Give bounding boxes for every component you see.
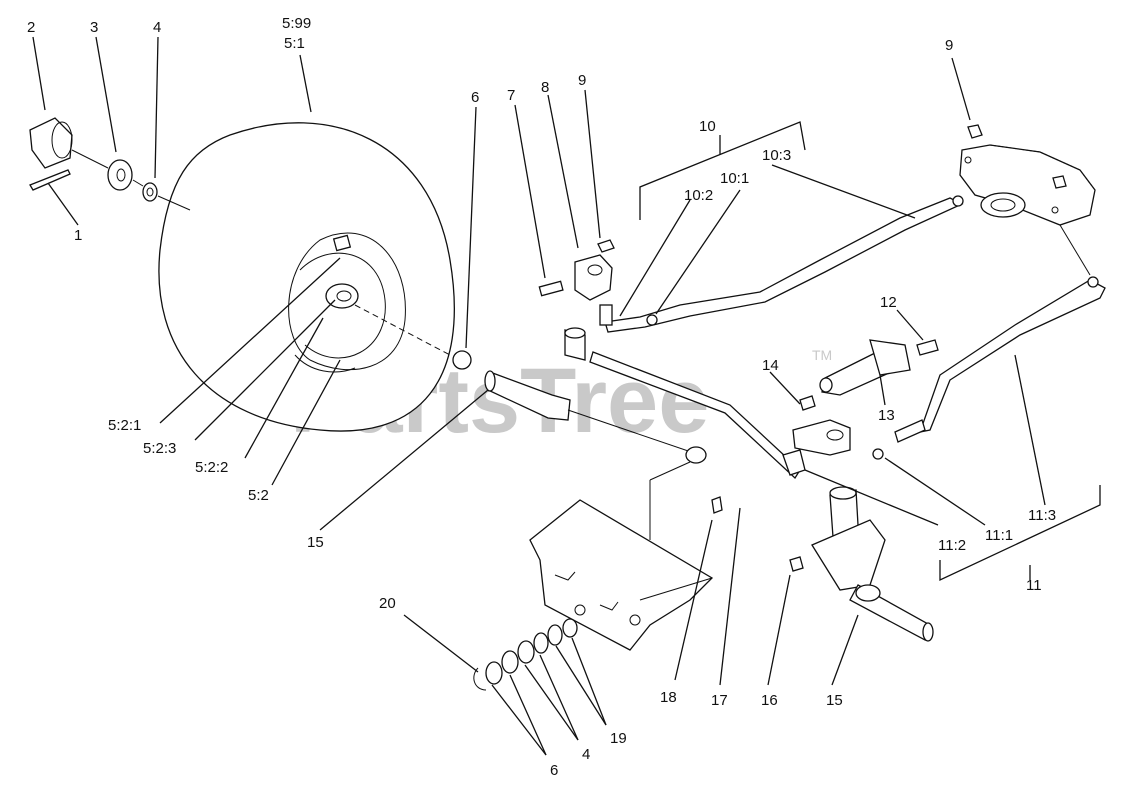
spacer-washer [142, 182, 158, 202]
label-19: 19 [610, 730, 627, 747]
label-4-bottom: 4 [582, 746, 590, 763]
label-11-1: 11:1 [985, 527, 1013, 544]
watermark-trademark: TM [812, 347, 832, 363]
label-5-99: 5:99 [282, 15, 311, 32]
leader-lines [32, 36, 1101, 756]
drag-link-front [604, 195, 964, 333]
hub-cap [29, 117, 73, 169]
label-18: 18 [660, 689, 677, 706]
label-5-1: 5:1 [284, 35, 305, 52]
flat-washer [107, 159, 133, 191]
axle-main [564, 327, 801, 480]
label-11-3: 11:3 [1028, 507, 1056, 524]
label-3: 3 [90, 19, 98, 36]
label-9-right: 9 [945, 37, 953, 54]
label-17: 17 [711, 692, 728, 709]
ball-joint-10 [599, 304, 613, 326]
pivot-pin [819, 339, 939, 396]
cotter-pin [29, 169, 71, 191]
steering-arm [782, 395, 851, 476]
label-15-right: 15 [826, 692, 843, 709]
label-6-bottom: 6 [550, 762, 558, 779]
grease-fitting [711, 496, 723, 514]
label-5-2-3: 5:2:3 [143, 440, 176, 457]
washer-6-mid [685, 446, 707, 464]
label-5-2-2: 5:2:2 [195, 459, 228, 476]
label-10-1: 10:1 [720, 170, 749, 187]
sector-gear [959, 124, 1096, 226]
label-15-left: 15 [307, 534, 324, 551]
hex-nut-small [597, 239, 615, 253]
label-16: 16 [761, 692, 778, 709]
spindle-right [789, 486, 934, 642]
washer-stack [473, 618, 578, 691]
drag-link-rear [872, 224, 1106, 460]
axle-washer [452, 350, 472, 370]
label-14: 14 [762, 357, 779, 374]
label-10-2: 10:2 [684, 187, 713, 204]
label-11-2: 11:2 [938, 537, 966, 554]
label-8: 8 [541, 79, 549, 96]
label-4-top: 4 [153, 19, 161, 36]
label-10-3: 10:3 [762, 147, 791, 164]
label-5-2: 5:2 [248, 487, 269, 504]
label-1-hubcap: 2 [27, 19, 35, 36]
label-12: 12 [880, 294, 897, 311]
label-11: 11 [1026, 577, 1042, 594]
label-6-top: 6 [471, 89, 479, 106]
bell-crank [538, 254, 613, 301]
tire-and-wheel [158, 122, 455, 432]
label-9-mid: 9 [578, 72, 586, 89]
label-1: 1 [74, 227, 82, 244]
label-20: 20 [379, 595, 396, 612]
label-10: 10 [699, 118, 716, 135]
label-5-2-1: 5:2:1 [108, 417, 141, 434]
label-7: 7 [507, 87, 515, 104]
label-13: 13 [878, 407, 895, 424]
callout-labels: 2 3 4 1 5:99 5:1 6 7 8 9 10 10:3 10:1 10… [27, 15, 1056, 779]
spindle-left [484, 370, 701, 456]
axle-bracket [529, 499, 714, 651]
